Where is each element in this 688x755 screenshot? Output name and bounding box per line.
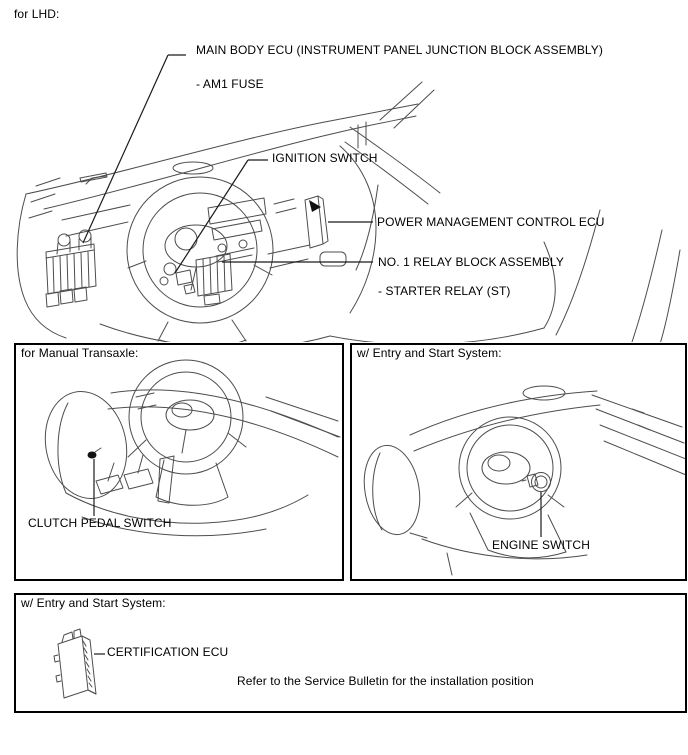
ignition-switch-label: IGNITION SWITCH bbox=[272, 151, 378, 165]
manual-transaxle-panel: for Manual Transaxle: CLUTCH PEDAL SWITC… bbox=[14, 343, 344, 581]
engine-switch-label: ENGINE SWITCH bbox=[492, 538, 590, 552]
service-bulletin-note: Refer to the Service Bulletin for the in… bbox=[237, 674, 534, 688]
main-dashboard-illustration bbox=[16, 54, 681, 342]
dashboard-outline bbox=[44, 389, 341, 537]
certification-ecu-label: CERTIFICATION ECU bbox=[107, 645, 229, 659]
power-management-ecu-label: POWER MANAGEMENT CONTROL ECU bbox=[377, 215, 605, 229]
junction-block-drawing bbox=[45, 229, 97, 308]
leader-lines bbox=[82, 54, 373, 274]
main-body-ecu-label: MAIN BODY ECU (INSTRUMENT PANEL JUNCTION… bbox=[196, 43, 604, 57]
certification-panel: w/ Entry and Start System: CERTIFICATION… bbox=[14, 593, 687, 713]
dashboard-outline bbox=[363, 385, 685, 576]
arrow-icon bbox=[309, 200, 321, 212]
panel-title: w/ Entry and Start System: bbox=[357, 346, 502, 360]
pedals-drawing bbox=[95, 454, 175, 504]
relay-block-drawing bbox=[195, 253, 233, 306]
page-title: for LHD: bbox=[14, 7, 60, 21]
panel-title: w/ Entry and Start System: bbox=[21, 596, 166, 610]
entry-start-panel: w/ Entry and Start System: ENGINE SWITCH bbox=[350, 343, 687, 581]
center-stack-drawing bbox=[207, 197, 311, 269]
ignition-switch-drawing bbox=[159, 262, 196, 295]
engine-switch-drawing bbox=[521, 472, 551, 492]
certification-ecu-drawing bbox=[53, 628, 97, 699]
steering-wheel-drawing bbox=[127, 359, 247, 506]
certification-ecu-illustration bbox=[53, 628, 105, 699]
entry-start-illustration bbox=[363, 385, 685, 576]
starter-relay-label: - STARTER RELAY (ST) bbox=[378, 284, 511, 298]
dashboard-outline bbox=[16, 81, 681, 342]
power-management-ecu-drawing bbox=[304, 195, 329, 249]
clutch-switch-drawing bbox=[87, 447, 102, 459]
steering-wheel-drawing bbox=[455, 416, 567, 559]
manual-transaxle-illustration bbox=[44, 359, 341, 537]
clutch-pedal-switch-label: CLUTCH PEDAL SWITCH bbox=[28, 516, 172, 530]
relay-block-label: NO. 1 RELAY BLOCK ASSEMBLY bbox=[378, 255, 565, 269]
panel-title: for Manual Transaxle: bbox=[21, 346, 139, 360]
am1-fuse-label: - AM1 FUSE bbox=[196, 77, 264, 91]
